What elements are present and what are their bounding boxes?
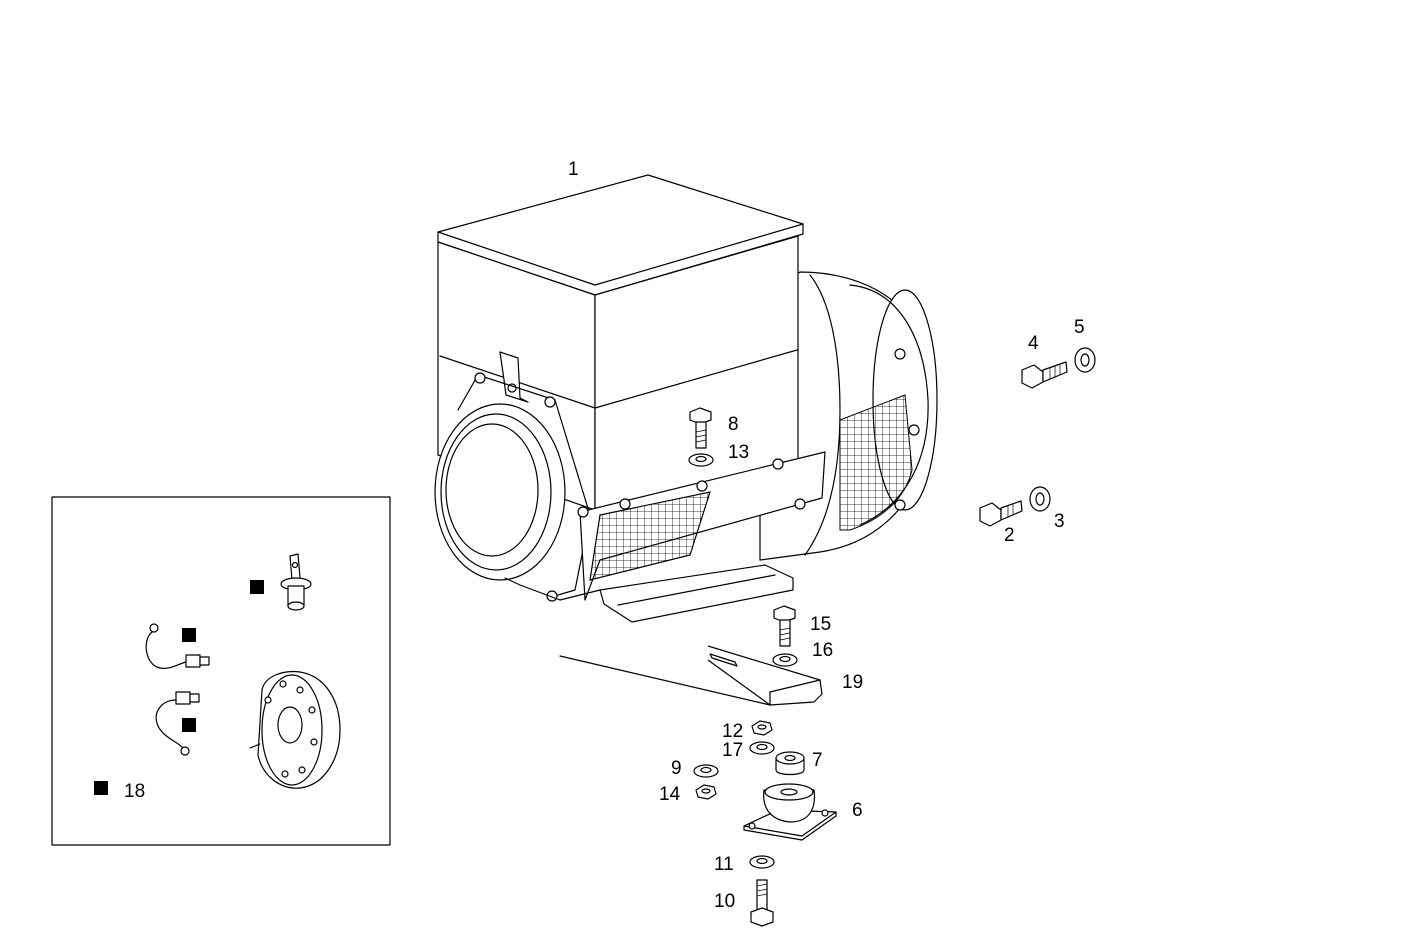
callout-10: 10 — [714, 891, 735, 912]
support-rail-19 — [559, 645, 823, 706]
washer-9 — [693, 764, 719, 778]
callout-8: 8 — [728, 414, 739, 435]
diode-part — [280, 553, 312, 611]
antivibration-mount-6 — [743, 783, 837, 841]
callout-1: 1 — [568, 159, 579, 180]
washer-11 — [749, 855, 775, 869]
callout-14: 14 — [659, 784, 681, 805]
washer-13 — [688, 453, 714, 467]
kit-marker-square — [94, 781, 108, 795]
kit-marker-square — [250, 580, 264, 594]
rectifier-disc — [249, 670, 341, 789]
kit-marker-square — [182, 628, 196, 642]
callout-6: 6 — [852, 800, 863, 821]
callout-11: 11 — [714, 854, 734, 875]
callout-12: 12 — [722, 721, 743, 742]
bolt-2 — [979, 500, 1023, 527]
sensor-cable-lower — [155, 691, 200, 756]
callout-7: 7 — [812, 750, 823, 771]
bolt-10 — [750, 879, 774, 927]
nut-14 — [695, 784, 717, 800]
callout-17: 17 — [722, 740, 743, 761]
generator-assembly — [434, 174, 938, 623]
nut-12 — [751, 720, 773, 736]
callout-16: 16 — [812, 640, 833, 661]
callout-labels: 1 4 5 8 13 2 3 15 16 19 12 17 7 9 14 6 1… — [568, 159, 1085, 912]
callout-4: 4 — [1028, 333, 1039, 354]
washer-16 — [772, 653, 798, 667]
washer-3 — [1029, 486, 1051, 512]
bolt-4 — [1021, 361, 1068, 389]
callout-13: 13 — [728, 442, 749, 463]
sensor-cable-upper — [145, 623, 210, 669]
inset-box: 18 — [51, 496, 391, 846]
callout-15: 15 — [810, 614, 831, 635]
kit-marker-square — [182, 718, 196, 732]
washer-5 — [1074, 347, 1096, 373]
washer-17 — [749, 741, 775, 755]
callout-9: 9 — [671, 758, 682, 779]
bolt-15 — [773, 605, 796, 647]
callout-19: 19 — [842, 672, 863, 693]
bolt-8 — [689, 407, 712, 449]
callout-5: 5 — [1074, 317, 1085, 338]
callout-3: 3 — [1054, 511, 1065, 532]
callout-2: 2 — [1004, 525, 1015, 546]
spacer-7 — [775, 751, 805, 776]
inset-label-18: 18 — [124, 781, 145, 802]
